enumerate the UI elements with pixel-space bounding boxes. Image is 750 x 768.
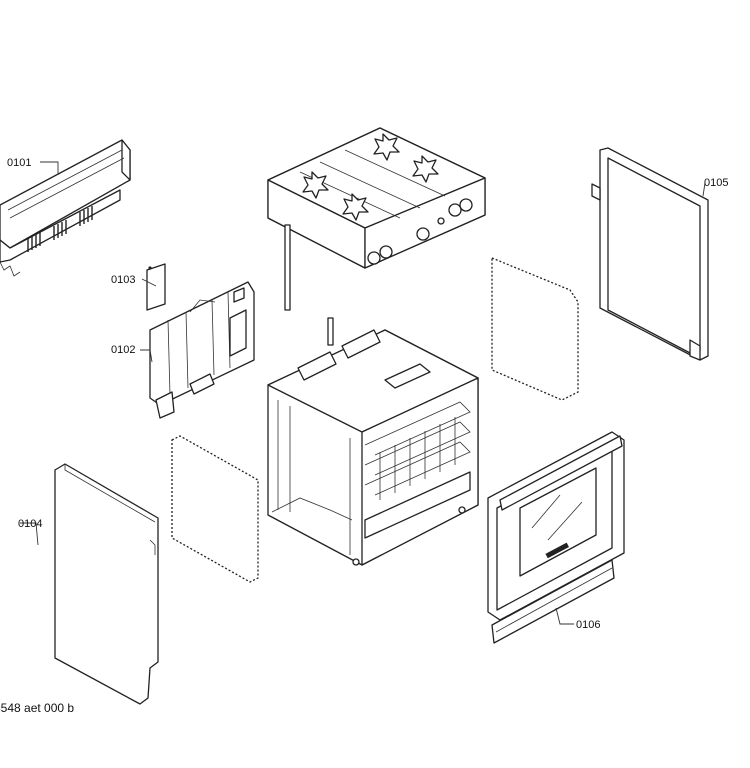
inner-right-liner[interactable] [491, 257, 579, 401]
label-0103: 0103 [111, 274, 135, 286]
inner-left-liner[interactable] [171, 435, 259, 583]
label-0101: 0101 [7, 157, 31, 169]
oven-body[interactable] [267, 317, 479, 566]
oven-door[interactable] [487, 431, 625, 621]
label-0105: 0105 [704, 177, 728, 189]
part-0106-kick-plate[interactable] [491, 559, 615, 644]
part-0105-right-side-frame[interactable] [591, 147, 709, 361]
cooktop[interactable] [267, 127, 486, 311]
label-0106: 0106 [576, 619, 600, 631]
leader-lines [20, 161, 706, 625]
label-0104: 0104 [18, 518, 42, 530]
label-0102: 0102 [111, 344, 135, 356]
drawing-code: 3548 aet 000 b [0, 701, 74, 715]
part-0102-rear-shield[interactable] [149, 281, 255, 419]
part-0103-bracket[interactable] [146, 263, 166, 311]
part-0104-left-side-panel[interactable] [54, 463, 159, 705]
part-0101-vent-panel[interactable] [0, 139, 131, 277]
